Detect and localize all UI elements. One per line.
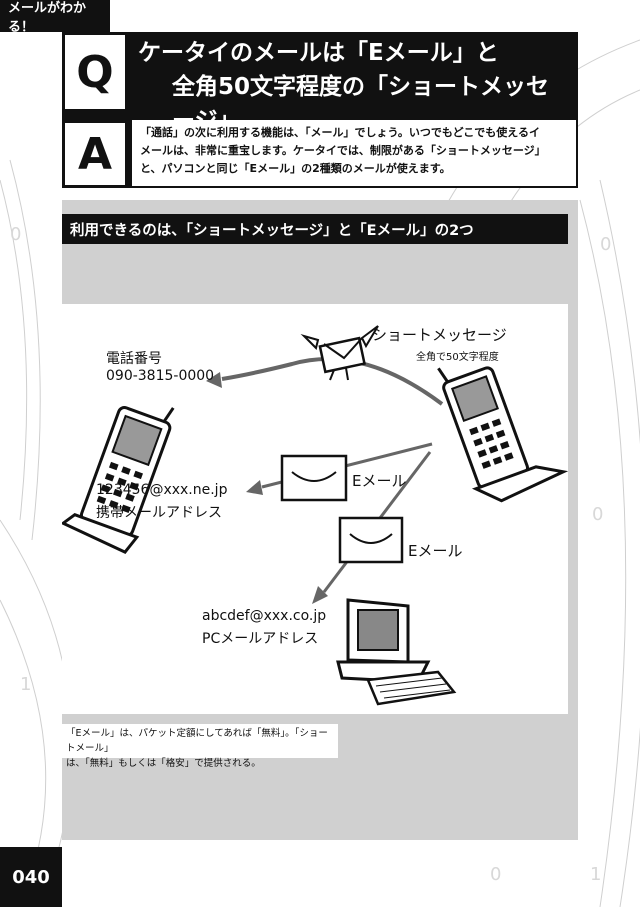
phone-number-title: 電話番号 xyxy=(106,351,162,367)
phone-number: 090-3815-0000 xyxy=(106,368,215,384)
envelope-icon-2 xyxy=(338,516,404,564)
mobile-address-label: 携帯メールアドレス xyxy=(96,505,222,521)
svg-text:0: 0 xyxy=(592,504,603,525)
svg-text:0: 0 xyxy=(490,864,501,885)
page-number-text: 040 xyxy=(12,866,50,888)
svg-text:0: 0 xyxy=(10,224,21,245)
chapter-tab: メールがわかる！ xyxy=(0,0,110,35)
qa-header: Q ケータイのメールは「Eメール」と 全角50文字程度の「ショートメッセージ」 … xyxy=(62,32,578,188)
section-heading-text: 利用できるのは、「ショートメッセージ」と「Eメール」の2つ xyxy=(70,222,474,239)
mobile-address: 123456@xxx.ne.jp xyxy=(96,482,228,498)
mobile-phone-left xyxy=(62,406,175,554)
question-title: ケータイのメールは「Eメール」と 全角50文字程度の「ショートメッセージ」 xyxy=(138,36,568,138)
answer-line3: と、パソコンと同じ「Eメール」の2種類のメールが使えます。 xyxy=(140,162,451,175)
pc-address: abcdef@xxx.co.jp xyxy=(202,608,327,624)
email-label-2: Eメール xyxy=(408,542,463,560)
pc-icon xyxy=(336,598,457,706)
answer-line2: メールは、非常に重宝します。ケータイでは、制限がある「ショートメッセージ」 xyxy=(140,144,546,157)
mail-diagram: 電話番号 090-3815-0000 ショートメッセージ 全角で50文字程度 E… xyxy=(62,304,568,714)
svg-text:0: 0 xyxy=(600,234,611,255)
question-letter: Q xyxy=(62,32,128,112)
answer-line1: 「通話」の次に利用する機能は、「メール」でしょう。いつでもどこでも使えるイ xyxy=(140,126,540,139)
email-label-1: Eメール xyxy=(352,472,407,490)
short-message-arrowhead xyxy=(206,372,222,388)
short-message-arrow xyxy=(221,357,444,406)
question-title-line1: ケータイのメールは「Eメール」と xyxy=(138,40,499,66)
email-arrowhead-mobile xyxy=(246,480,263,495)
short-message-label: ショートメッセージ xyxy=(372,326,507,344)
chapter-tab-label: メールがわかる！ xyxy=(8,1,87,35)
answer-text: 「通話」の次に利用する機能は、「メール」でしょう。いつでもどこでも使えるイ メー… xyxy=(132,120,576,186)
answer-letter: A xyxy=(62,120,128,188)
caption-line2: は、「無料」もしくは「格安」で提供される。 xyxy=(66,758,261,769)
mobile-phone-right xyxy=(437,366,568,503)
page-number: 040 xyxy=(0,847,62,907)
envelope-icon-1 xyxy=(280,454,348,502)
svg-text:1: 1 xyxy=(20,674,31,695)
winged-envelope-icon xyxy=(300,325,379,381)
email-arrowhead-pc xyxy=(312,586,328,604)
caption-line1: 「Eメール」は、パケット定額にしてあれば「無料」。「ショートメール」 xyxy=(66,728,328,754)
short-message-note: 全角で50文字程度 xyxy=(416,352,499,363)
caption: 「Eメール」は、パケット定額にしてあれば「無料」。「ショートメール」 は、「無料… xyxy=(62,724,338,769)
svg-text:1: 1 xyxy=(590,864,601,885)
section-heading: 利用できるのは、「ショートメッセージ」と「Eメール」の2つ xyxy=(62,214,568,244)
pc-address-label: PCメールアドレス xyxy=(202,631,319,647)
diagram-graphics xyxy=(62,325,568,706)
